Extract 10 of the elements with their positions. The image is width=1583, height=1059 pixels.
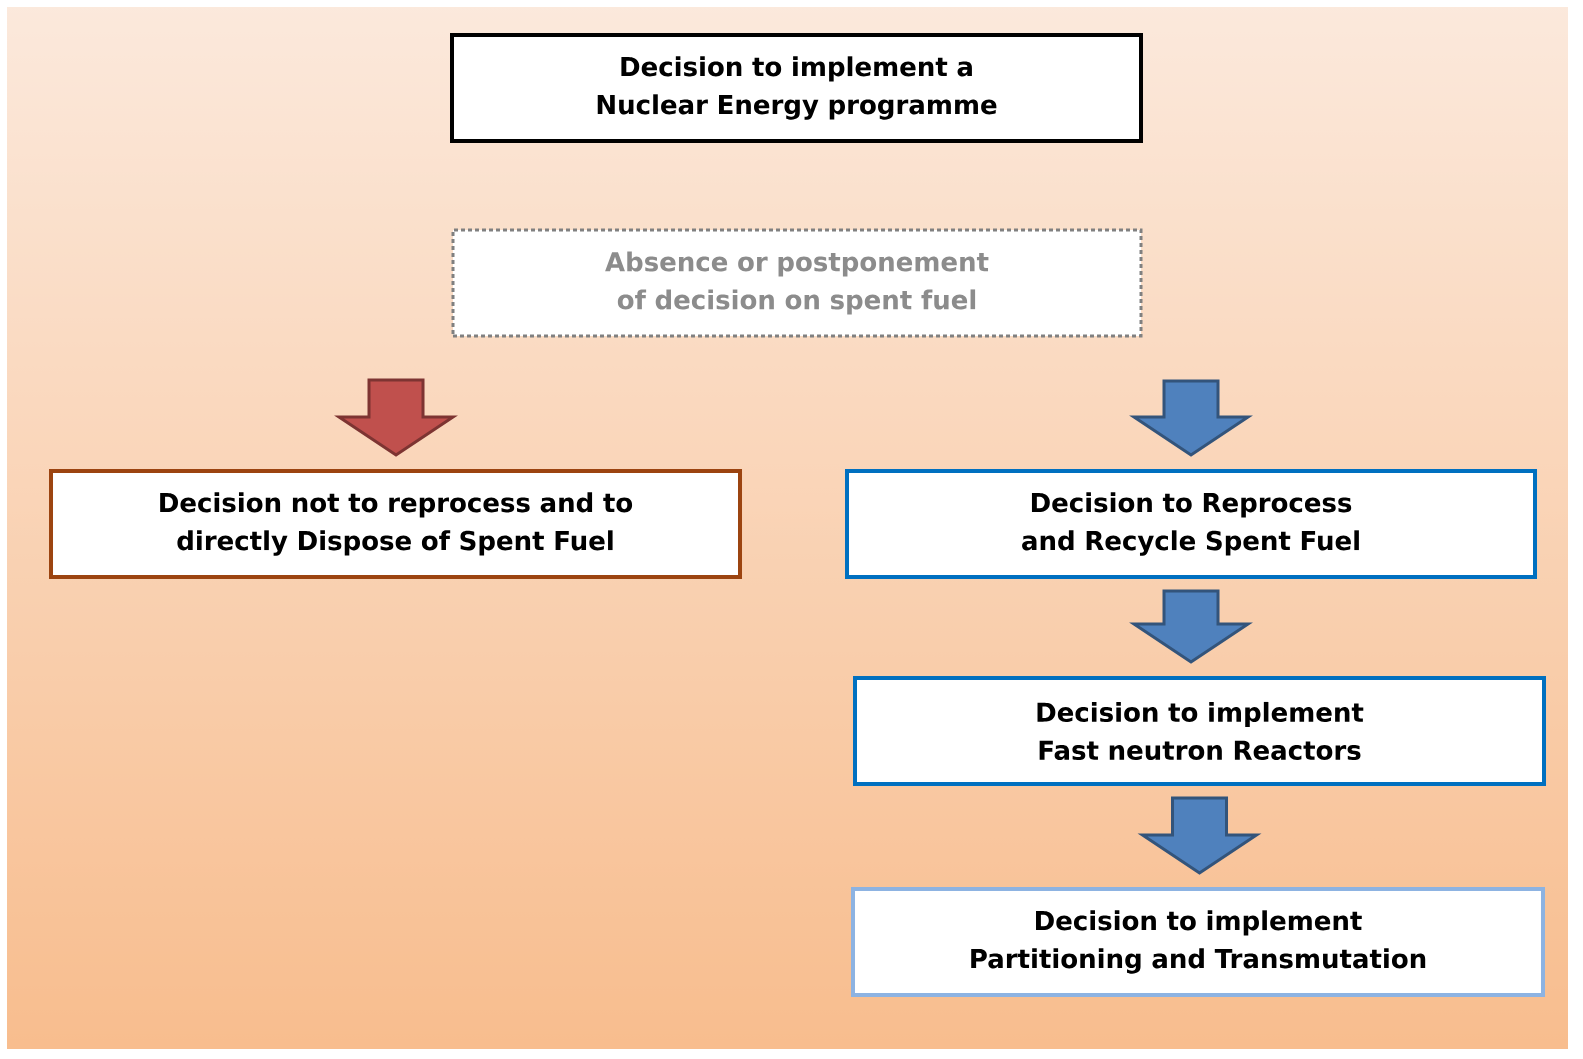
decision-box: Decision to implement Partitioning and Transmutation [851, 887, 1545, 997]
decision-box: Decision to Reprocess and Recycle Spent Fuel [845, 469, 1537, 579]
block-arrow [1129, 379, 1253, 457]
block-arrow [334, 378, 458, 457]
decision-box: Decision not to reprocess and to directly Dispose of Spent Fuel [49, 469, 742, 579]
block-arrow [1137, 796, 1262, 875]
block-arrow [1129, 589, 1253, 664]
decision-box: Decision to implement Fast neutron Reactors [853, 676, 1546, 786]
decision-box: Decision to implement a Nuclear Energy programme [450, 33, 1143, 143]
decision-box: Absence or postponement of decision on spent fuel [451, 228, 1143, 338]
